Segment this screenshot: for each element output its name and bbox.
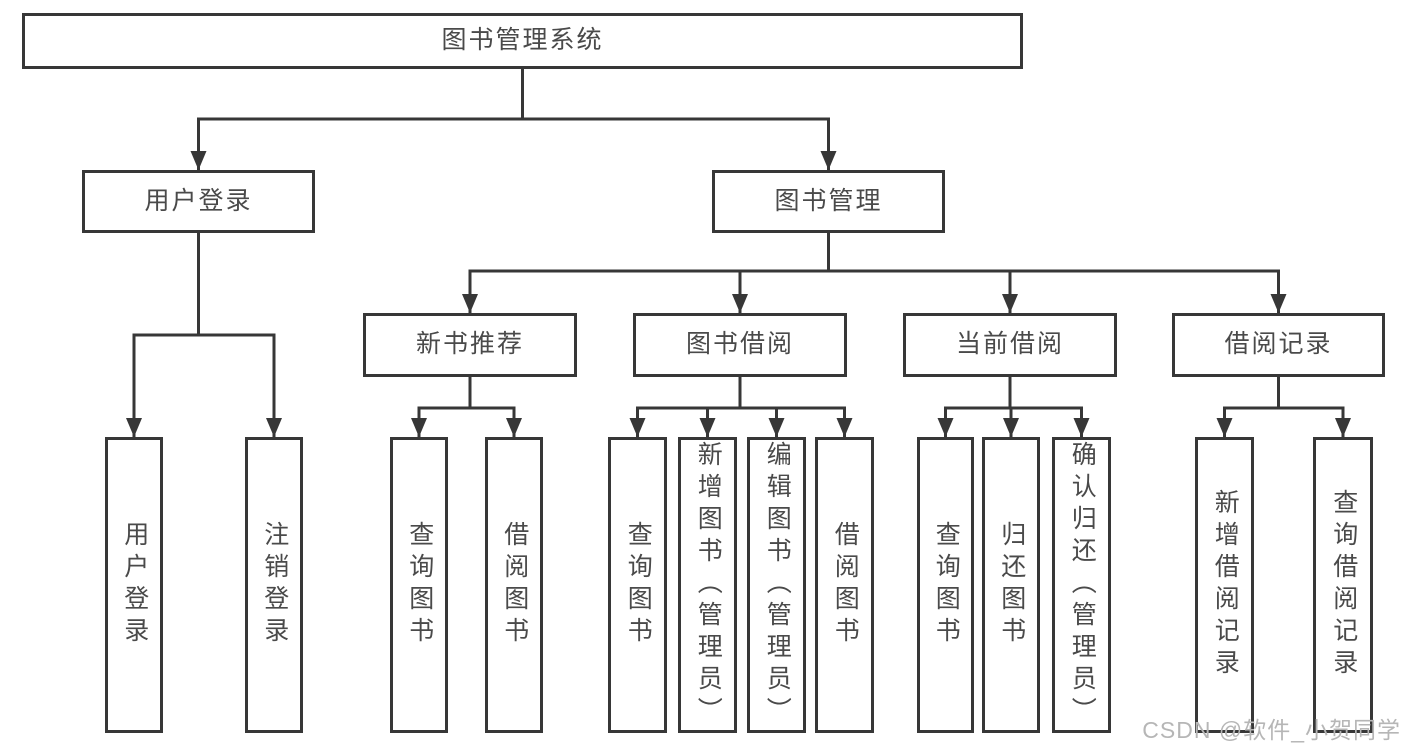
node-leaf-records-add: 新增借阅记录: [1195, 437, 1254, 733]
node-label-leaf-logout: 注销登录: [260, 521, 289, 649]
node-label-leaf-borrow-edit: 编辑图书（管理员）: [763, 441, 792, 729]
node-label-book-borrow: 图书借阅: [685, 330, 794, 359]
node-label-book-mgmt: 图书管理: [774, 186, 883, 215]
node-leaf-borrow-edit: 编辑图书（管理员）: [747, 437, 806, 733]
node-label-leaf-newbooks-borrow: 借阅图书: [500, 521, 529, 649]
node-label-leaf-records-query: 查询借阅记录: [1329, 489, 1358, 681]
node-label-leaf-current-query: 查询图书: [932, 521, 961, 649]
node-borrow-records: 借阅记录: [1172, 313, 1385, 377]
node-label-leaf-user-login: 用户登录: [120, 521, 149, 649]
node-new-books: 新书推荐: [363, 313, 577, 377]
node-root: 图书管理系统: [22, 13, 1023, 69]
node-leaf-borrow-borrow: 借阅图书: [815, 437, 874, 733]
watermark: CSDN @软件_小贺同学: [1142, 717, 1401, 743]
node-label-leaf-records-add: 新增借阅记录: [1211, 489, 1240, 681]
node-user-login: 用户登录: [82, 170, 315, 233]
node-label-user-login: 用户登录: [144, 186, 253, 215]
node-leaf-borrow-add: 新增图书（管理员）: [678, 437, 737, 733]
node-leaf-newbooks-query: 查询图书: [390, 437, 448, 733]
node-label-leaf-borrow-query: 查询图书: [624, 521, 653, 649]
node-label-leaf-current-return: 归还图书: [997, 521, 1026, 649]
node-book-borrow: 图书借阅: [633, 313, 847, 377]
node-leaf-logout: 注销登录: [245, 437, 303, 733]
node-label-borrow-records: 借阅记录: [1224, 330, 1333, 359]
node-leaf-current-confirm: 确认归还（管理员）: [1052, 437, 1111, 733]
node-leaf-current-return: 归还图书: [982, 437, 1040, 733]
node-book-mgmt: 图书管理: [712, 170, 945, 233]
node-label-root: 图书管理系统: [441, 26, 604, 55]
node-leaf-user-login: 用户登录: [105, 437, 163, 733]
node-label-leaf-borrow-add: 新增图书（管理员）: [694, 441, 723, 729]
node-label-leaf-newbooks-query: 查询图书: [405, 521, 434, 649]
node-label-new-books: 新书推荐: [415, 330, 524, 359]
node-label-current-borrow: 当前借阅: [955, 330, 1064, 359]
node-leaf-current-query: 查询图书: [917, 437, 974, 733]
node-label-leaf-borrow-borrow: 借阅图书: [831, 521, 860, 649]
node-leaf-newbooks-borrow: 借阅图书: [485, 437, 543, 733]
node-leaf-borrow-query: 查询图书: [608, 437, 667, 733]
node-label-leaf-current-confirm: 确认归还（管理员）: [1068, 441, 1097, 729]
node-current-borrow: 当前借阅: [903, 313, 1117, 377]
node-leaf-records-query: 查询借阅记录: [1313, 437, 1373, 733]
